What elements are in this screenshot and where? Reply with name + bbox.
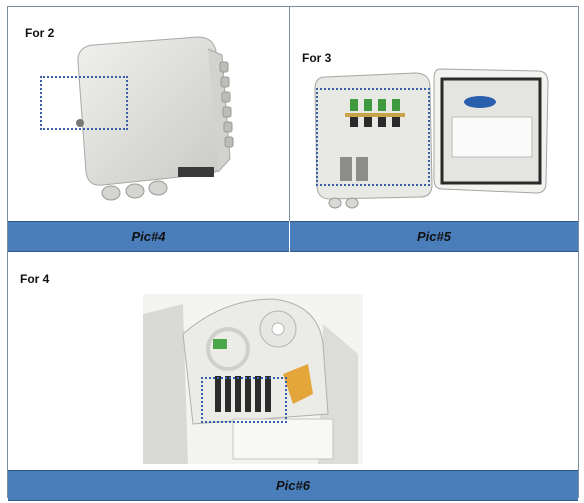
panel-for-2: For 2 [8,7,290,221]
open-fiber-box-photo [314,68,549,209]
panel-label: For 3 [302,51,332,65]
highlight-region [316,88,430,186]
caption-bar-pic4: Pic#4 [8,221,289,252]
panel-label: For 4 [20,272,50,286]
caption-bar-pic5: Pic#5 [290,221,578,252]
panel-for-3: For 3 [290,7,578,221]
caption-bar-pic6: Pic#6 [8,470,578,501]
highlight-region [201,377,287,423]
open-fiber-box-closeup-photo [143,294,363,464]
highlight-region [40,76,128,130]
caption-text: Pic#5 [417,229,451,244]
panel-label: For 2 [25,26,55,40]
panel-for-4: For 4 [8,252,578,466]
caption-text: Pic#4 [131,229,166,244]
closed-fiber-box-photo [76,36,234,201]
column-divider [289,7,290,221]
caption-text: Pic#6 [276,478,310,493]
